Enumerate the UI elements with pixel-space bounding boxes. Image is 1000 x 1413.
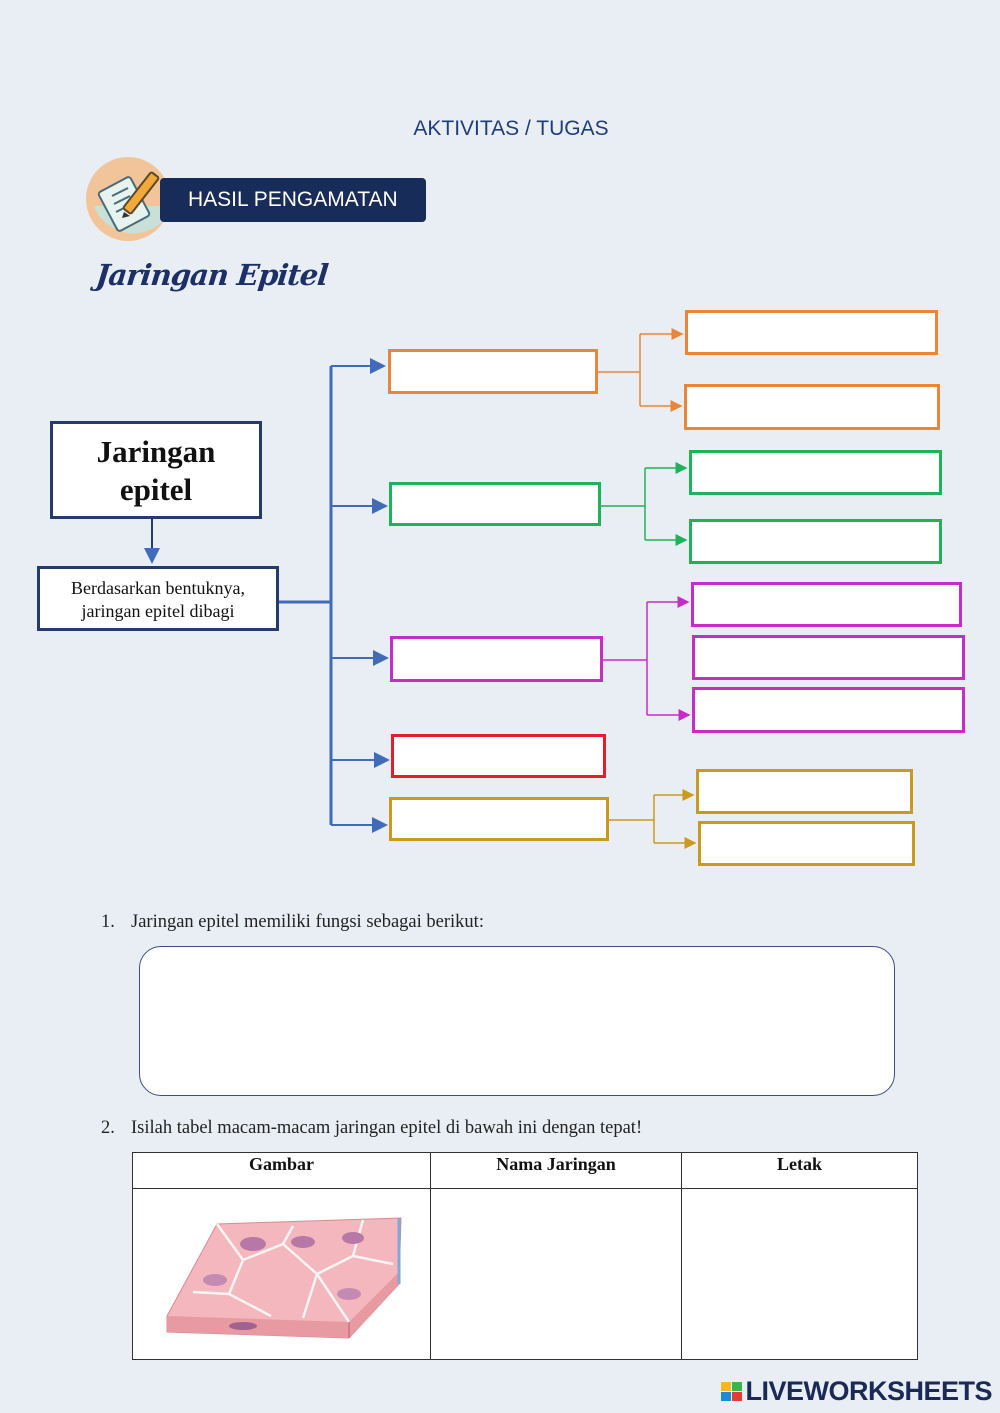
- column-header-letak: Letak: [681, 1152, 918, 1189]
- table-header-row: Gambar Nama Jaringan Letak: [132, 1152, 918, 1189]
- squamous-epithelium-illustration: [153, 1204, 409, 1344]
- subtype-input-orange-2[interactable]: [684, 384, 940, 430]
- table-cell-letak-input[interactable]: [681, 1188, 918, 1360]
- basis-node: Berdasarkan bentuknya, jaringan epitel d…: [37, 566, 279, 631]
- subtype-input-gold-1[interactable]: [696, 769, 913, 814]
- type-input-magenta[interactable]: [390, 636, 603, 682]
- liveworksheets-logo-icon: [721, 1382, 743, 1401]
- question-number: 1.: [101, 912, 115, 932]
- subtype-input-magenta-1[interactable]: [691, 582, 962, 627]
- hasil-pengamatan-banner: HASIL PENGAMATAN: [160, 178, 426, 222]
- column-header-gambar: Gambar: [132, 1152, 431, 1189]
- column-header-nama-jaringan: Nama Jaringan: [430, 1152, 682, 1189]
- table-cell-nama-jaringan-input[interactable]: [430, 1188, 682, 1360]
- notepad-pencil-icon: [86, 157, 170, 241]
- page-title: AKTIVITAS / TUGAS: [413, 117, 609, 140]
- type-input-green[interactable]: [389, 482, 601, 526]
- question-text: Isilah tabel macam-macam jaringan epitel…: [131, 1118, 643, 1138]
- question-number: 2.: [101, 1118, 115, 1138]
- subtype-input-magenta-2[interactable]: [692, 635, 965, 680]
- subtype-input-green-2[interactable]: [689, 519, 942, 564]
- subtype-input-orange-1[interactable]: [685, 310, 938, 355]
- type-input-red[interactable]: [391, 734, 606, 778]
- question-text: Jaringan epitel memiliki fungsi sebagai …: [131, 912, 484, 932]
- question-1: 1. Jaringan epitel memiliki fungsi sebag…: [101, 912, 701, 936]
- root-node-jaringan-epitel: Jaringan epitel: [50, 421, 262, 519]
- table-row: [132, 1188, 918, 1360]
- epithelium-table: Gambar Nama Jaringan Letak: [132, 1152, 918, 1360]
- subtype-input-gold-2[interactable]: [698, 821, 915, 866]
- liveworksheets-logo: LIVEWORKSHEETS: [721, 1376, 992, 1407]
- table-cell-gambar: [132, 1188, 431, 1360]
- function-answer-textarea[interactable]: [139, 946, 895, 1096]
- type-input-gold[interactable]: [389, 797, 609, 841]
- question-2: 2. Isilah tabel macam-macam jaringan epi…: [101, 1118, 801, 1142]
- diagram-connectors: [144, 328, 697, 849]
- subtype-input-green-1[interactable]: [689, 450, 942, 495]
- brand-name: LIVEWORKSHEETS: [745, 1376, 992, 1406]
- subtype-input-magenta-3[interactable]: [692, 687, 965, 733]
- type-input-orange[interactable]: [388, 349, 598, 394]
